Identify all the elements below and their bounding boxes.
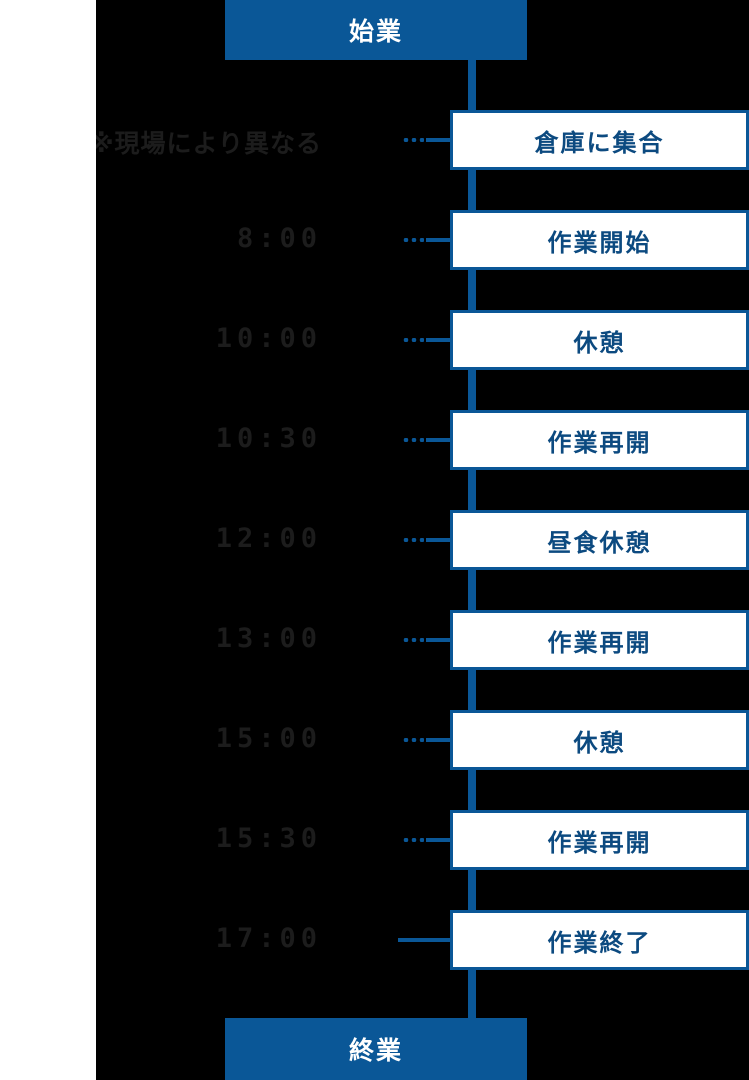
connector-line xyxy=(426,438,450,442)
connector-dots xyxy=(402,638,424,642)
timeline-event-card: 昼食休憩 xyxy=(450,510,749,570)
timeline-time-label: 8:00 xyxy=(236,223,322,254)
connector-dots xyxy=(402,238,424,242)
timeline-event-card: 倉庫に集合 xyxy=(450,110,749,170)
timeline-note-label: ※現場により異なる xyxy=(96,129,322,158)
timeline-time-label: 10:30 xyxy=(215,423,322,454)
timeline-event-label: 作業終了 xyxy=(547,928,652,957)
connector-line xyxy=(426,238,450,242)
timeline-event-card: 休憩 xyxy=(450,710,749,770)
timeline-event-label: 昼食休憩 xyxy=(547,528,652,557)
timeline-time-label: 10:00 xyxy=(215,323,322,354)
timeline-panel: 始業 ※現場により異なる 倉庫に集合 8:00 作業開始 10:00 休憩 10:30 作業再… xyxy=(96,0,749,1080)
timeline-time-label: 15:00 xyxy=(215,723,322,754)
timeline-event-label: 作業開始 xyxy=(547,228,652,257)
timeline-event-card: 作業再開 xyxy=(450,410,749,470)
timeline-event-label: 作業再開 xyxy=(547,428,652,457)
timeline-time-label: 15:30 xyxy=(215,823,322,854)
shift-start-banner: 始業 xyxy=(225,0,527,60)
timeline-time-label: 13:00 xyxy=(215,623,322,654)
timeline-event-label: 倉庫に集合 xyxy=(534,128,665,157)
timeline-event-card: 作業再開 xyxy=(450,810,749,870)
timeline-event-label: 休憩 xyxy=(573,328,626,357)
shift-end-label: 終業 xyxy=(348,1036,403,1065)
timeline-event-label: 休憩 xyxy=(573,728,626,757)
timeline-event-card: 作業再開 xyxy=(450,610,749,670)
connector-line xyxy=(398,938,450,942)
timeline-time-label: 12:00 xyxy=(215,523,322,554)
connector-dots xyxy=(402,138,424,142)
connector-dots xyxy=(402,338,424,342)
connector-line xyxy=(426,138,450,142)
shift-start-label: 始業 xyxy=(348,17,403,46)
connector-dots xyxy=(402,838,424,842)
timeline-event-card: 作業終了 xyxy=(450,910,749,970)
timeline-event-card: 休憩 xyxy=(450,310,749,370)
connector-dots xyxy=(402,538,424,542)
timeline-event-label: 作業再開 xyxy=(547,828,652,857)
connector-line xyxy=(426,338,450,342)
connector-line xyxy=(426,838,450,842)
timeline-time-label: 17:00 xyxy=(215,923,322,954)
timeline-event-card: 作業開始 xyxy=(450,210,749,270)
connector-dots xyxy=(402,438,424,442)
connector-line xyxy=(426,638,450,642)
connector-line xyxy=(426,738,450,742)
shift-end-banner: 終業 xyxy=(225,1018,527,1080)
timeline-event-label: 作業再開 xyxy=(547,628,652,657)
connector-dots xyxy=(402,738,424,742)
connector-line xyxy=(426,538,450,542)
